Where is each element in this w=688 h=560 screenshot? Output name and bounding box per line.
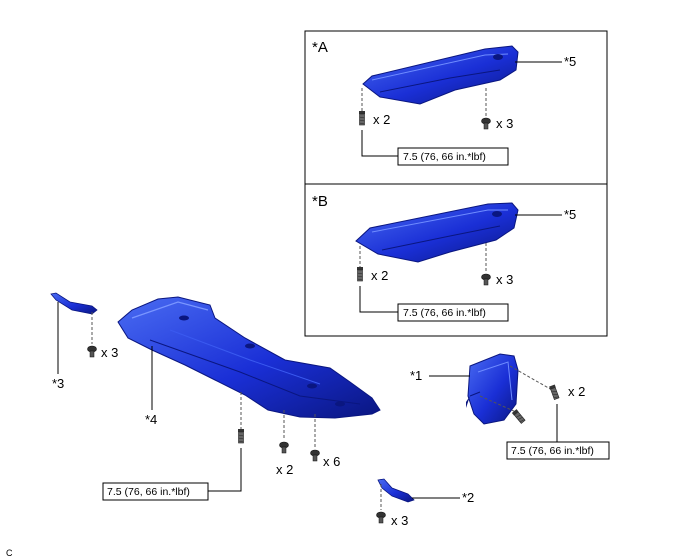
inset-a-bolt-icon [358,110,366,126]
inset-b-bolt-icon [356,266,364,282]
main-nut-x2-icon [279,441,289,454]
main-qty-x2: x 2 [276,462,293,477]
part-3-qty: x 3 [101,345,118,360]
corner-mark: C [6,548,13,558]
part-1-bolt-icon [548,384,560,401]
part-1-qty: x 2 [568,384,585,399]
inset-b-title: *B [312,193,328,210]
inset-a-torque: 7.5 (76, 66 in.*lbf) [403,151,486,163]
part-4-under-cover [117,296,381,419]
part-1-bolt-2-icon [511,408,526,425]
main-torque-box [102,482,209,501]
part-1-label: *1 [410,368,422,383]
inset-a-cover [362,45,519,105]
part-3-bracket [50,292,98,315]
part-1-torque-box [506,441,610,460]
inset-a-part-label: *5 [564,54,576,69]
inset-b-torque-box [397,303,509,322]
part-1-side-shield [466,353,519,425]
inset-a-torque-box [397,147,509,166]
part-2-qty: x 3 [391,513,408,528]
inset-a-title: *A [312,39,328,56]
main-qty-x6: x 6 [323,454,340,469]
part-3-label: *3 [52,376,64,391]
inset-b-part-label: *5 [564,207,576,222]
part-2-label: *2 [462,490,474,505]
part-2-nut-icon [376,511,386,524]
part-2-bracket [377,478,415,503]
inset-b-cover [355,202,519,263]
part-1-torque: 7.5 (76, 66 in.*lbf) [511,445,594,457]
inset-a-bolt-qty: x 2 [373,112,390,127]
main-nut-x6-icon [310,449,320,462]
part-4-label: *4 [145,412,157,427]
inset-b-nut-qty: x 3 [496,272,513,287]
part-3-nut-icon [87,345,97,358]
inset-b-torque: 7.5 (76, 66 in.*lbf) [403,307,486,319]
inset-a-nut-qty: x 3 [496,116,513,131]
inset-b-bolt-qty: x 2 [371,268,388,283]
main-torque: 7.5 (76, 66 in.*lbf) [107,486,190,498]
main-bolt-icon [237,428,245,444]
